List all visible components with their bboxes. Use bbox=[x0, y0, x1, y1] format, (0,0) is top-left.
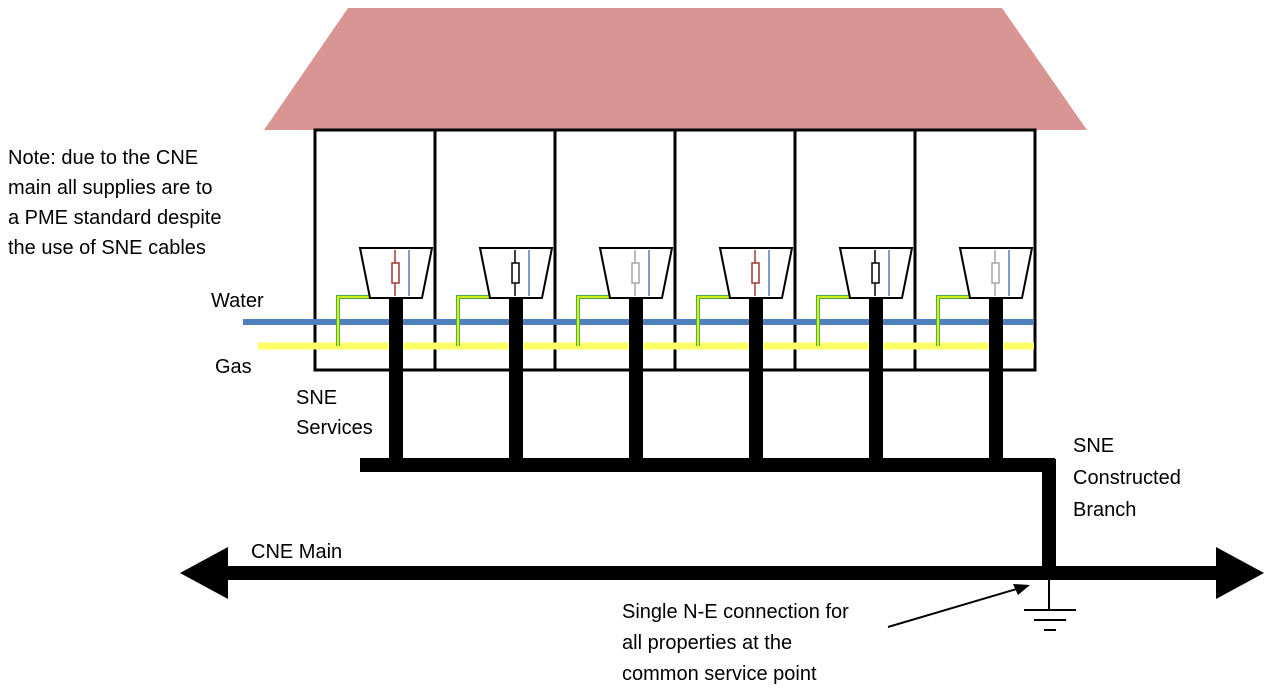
earth-pointer-arrowhead-icon bbox=[1013, 584, 1030, 595]
property-unit bbox=[456, 247, 554, 462]
cne-main-arrow-left-icon bbox=[180, 547, 228, 599]
cne-main-label: CNE Main bbox=[251, 541, 342, 563]
sne-services-label: SNE Services bbox=[296, 387, 373, 439]
earth-connection-label: Single N-E connection for all properties… bbox=[622, 601, 854, 685]
earth-electrode-icon bbox=[1024, 580, 1076, 631]
fuse-icon bbox=[991, 262, 1000, 284]
property-unit bbox=[696, 247, 794, 462]
property-unit bbox=[336, 247, 434, 462]
fuse-icon bbox=[751, 262, 760, 284]
property-unit bbox=[816, 247, 914, 462]
roof bbox=[264, 8, 1087, 130]
earth-pointer-arrow bbox=[887, 587, 1021, 628]
property-units bbox=[336, 247, 1034, 462]
unit-dividers bbox=[433, 130, 917, 370]
cne-main-arrow-right-icon bbox=[1216, 547, 1264, 599]
property-unit bbox=[936, 247, 1034, 462]
sne-constructed-branch-label: SNE Constructed Branch bbox=[1073, 435, 1186, 521]
fuse-icon bbox=[511, 262, 520, 284]
water-label: Water bbox=[211, 290, 264, 312]
fuse-icon bbox=[391, 262, 400, 284]
property-unit bbox=[576, 247, 674, 462]
gas-label: Gas bbox=[215, 356, 252, 378]
fuse-icon bbox=[631, 262, 640, 284]
fuse-icon bbox=[871, 262, 880, 284]
note-text: Note: due to the CNE main all supplies a… bbox=[8, 147, 227, 259]
